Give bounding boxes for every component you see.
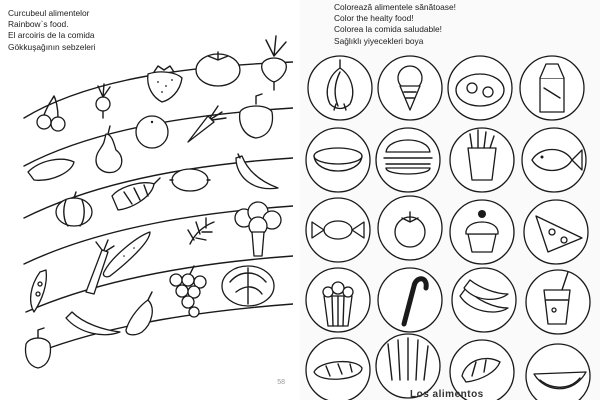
cherries-icon [36,95,66,132]
cabbage-icon [221,265,275,307]
eggs-icon [455,73,505,107]
lemon-icon [169,168,211,192]
peapod-icon [29,269,48,313]
broccoli-icon [234,201,282,257]
caption-line: Colorează alimentele sănătoase! [334,2,456,12]
rainbow-drawing [23,35,293,369]
melon-icon [533,371,587,390]
pizza-icon [535,215,583,253]
bananas-icon [459,279,509,313]
onion-icon [326,59,354,111]
orange-icon [135,115,169,149]
caption-line: Rainbow`s food. [8,19,69,30]
left-page: Curcubeul alimentelor Rainbow`s food. El… [0,0,293,400]
beet-icon [261,35,287,91]
herb-icon [187,217,215,245]
caption-line: Color the healty food! [334,13,414,24]
caption-line: El arcoiris de la comida [8,30,95,41]
banana-icon [65,311,121,336]
page-number: 58 [277,379,285,386]
grapes-icon [169,265,207,318]
pepper-icon [238,93,274,139]
tomato-icon [394,211,426,248]
soda-icon [543,271,571,325]
candy-icon [311,220,365,240]
grid-circle [525,343,591,400]
candy-cane-icon [401,276,429,327]
fish-icon [531,148,583,172]
radish-icon [95,83,111,119]
caption-line: Colorea la comida saludable! [334,24,443,35]
food-grid [305,55,591,400]
fries-icon [387,337,429,381]
grid-circle [451,267,517,333]
bowl-icon [313,147,363,172]
eggplant-icon [125,291,153,336]
pumpkin-icon [55,191,93,227]
fries-box-icon [467,129,497,181]
caption-line: Curcubeul alimentelor [8,8,90,18]
cupcake-icon [465,210,499,253]
strawberry-icon [147,65,183,103]
banana-icon [235,153,279,190]
right-captions: Colorează alimentele sănătoase! Color th… [334,2,456,47]
footer-text: Los alimentos [410,389,484,400]
left-captions: Curcubeul alimentelor Rainbow`s food. El… [8,8,96,53]
popcorn-icon [322,281,354,327]
right-page: Colorează alimentele sănătoase! Color th… [300,0,600,400]
corn-icon [111,177,161,211]
grid-circle [375,127,441,193]
sweet-potato-icon [27,158,75,181]
green-bell-pepper-icon [24,327,52,369]
caption-line: Gökkuşağının sebzeleri [8,41,96,52]
carrot-icon [187,105,227,143]
squash-icon [95,125,123,174]
milk-carton-icon [539,63,565,113]
caption-line: Sağlıklı yiyecekleri boya [334,35,424,46]
bread-icon [313,361,363,380]
tomato-icon [195,51,241,87]
shrimp-icon [461,357,501,383]
ice-cream-icon [397,65,423,111]
celery-icon [85,239,115,295]
cucumber-icon [102,231,151,278]
burger-icon [383,139,433,175]
